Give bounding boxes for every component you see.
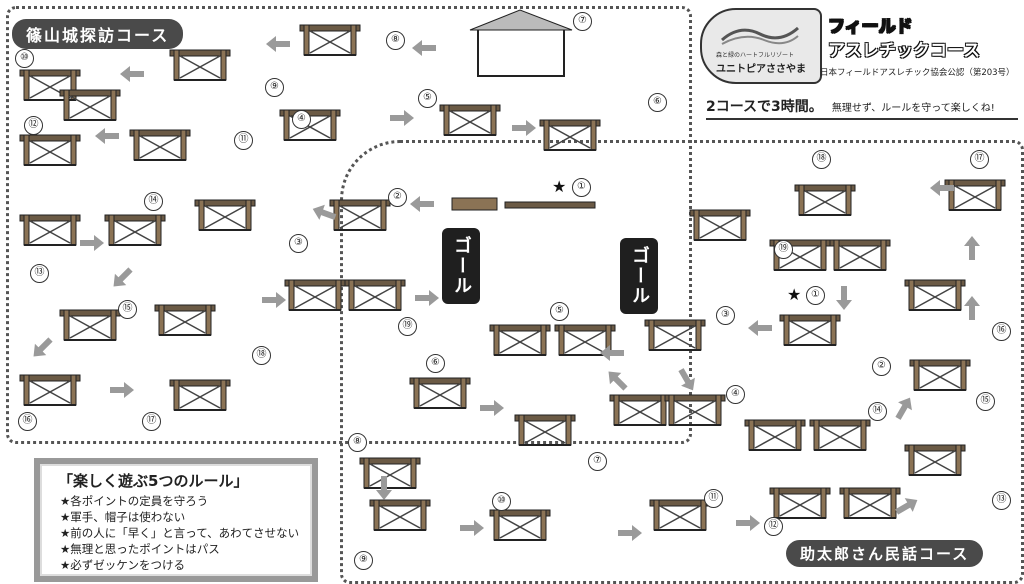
summary-note: 無理せず、ルールを守って楽しくね! [831,103,995,114]
left-station-number: ⑥ [648,93,667,112]
brand-certification: 日本フィールドアスレチック協会公認（第203号） [820,68,1015,78]
right-course-area [340,140,1024,584]
brand-logo-block: 森と緑のハートフルリゾート ユニトピアささやま [700,8,822,84]
left-station-number: ⑤ [418,89,437,108]
brand-panel: 森と緑のハートフルリゾート ユニトピアささやま フィールド アスレチックコース … [700,8,1018,88]
left-station-number: ⑪ [234,131,253,150]
left-station-number: ⑭ [144,192,163,211]
left-station-number: ⑯ [18,412,37,431]
right-station-number: ⑤ [550,302,569,321]
brand-logo-icon [721,26,799,45]
left-course-title: 篠山城探訪コース [12,19,184,49]
right-station-number: ⑫ [764,517,783,536]
left-station-number: ⑲ [398,317,417,336]
left-station-number: ⑧ [386,31,405,50]
left-station-number: ⑬ [30,264,49,283]
right-station-number: ⑦ [588,452,607,471]
left-station-number: ⑮ [118,300,137,319]
rule-item: ★軍手、帽子は使わない [60,510,186,524]
right-station-number: ④ [726,385,745,404]
rules-list: ★各ポイントの定員を守ろう ★軍手、帽子は使わない ★前の人に「早く」と言って、… [40,493,312,573]
right-station-number: ② [872,357,891,376]
left-station-number: ⑨ [265,78,284,97]
brand-course-title-2: アスレチックコース [828,41,981,61]
brand-resort-name: ユニトピアささやま [716,64,806,75]
right-station-number: ⑩ [492,492,511,511]
rules-panel: 「楽しく遊ぶ5つのルール」 ★各ポイントの定員を守ろう ★軍手、帽子は使わない … [34,458,318,582]
left-station-number: ③ [289,234,308,253]
brand-tagline: 森と緑のハートフルリゾート [716,52,795,59]
right-goal-label: ゴール [620,238,658,314]
left-station-number: ⑱ [252,346,271,365]
right-station-number: ⑨ [354,551,373,570]
left-station-number: ⑫ [24,116,43,135]
right-station-number: ③ [716,306,735,325]
right-station-number: ① [806,286,825,305]
right-station-number: ⑯ [992,322,1011,341]
right-station-number: ⑮ [976,392,995,411]
right-station-number: ⑰ [970,150,989,169]
right-station-number: ⑭ [868,402,887,421]
left-station-number: ① [572,178,591,197]
left-station-number: ⑦ [573,12,592,31]
left-station-number: ④ [292,110,311,129]
right-station-number: ⑬ [992,491,1011,510]
right-course-title: 助太郎さん民話コース [786,540,984,567]
brand-course-title-1: フィールド [828,17,914,38]
rule-item: ★必ずゼッケンをつける [60,558,185,572]
right-station-number: ⑪ [704,489,723,508]
left-station-number: ⑩ [15,49,34,68]
summary-line: 2コースで3時間。 無理せず、ルールを守って楽しくね! [706,96,1018,120]
left-goal-label: ゴール [442,228,480,304]
right-station-number: ⑧ [348,433,367,452]
rule-item: ★各ポイントの定員を守ろう [60,494,209,508]
left-station-number: ② [388,188,407,207]
left-station-number: ⑰ [142,412,161,431]
rule-item: ★前の人に「早く」と言って、あわてさせない [60,526,300,540]
summary-headline: 2コースで3時間。 [706,99,823,115]
rules-title: 「楽しく遊ぶ5つのルール」 [58,472,249,490]
right-station-number: ⑲ [774,240,793,259]
right-station-number: ⑥ [426,354,445,373]
rule-item: ★無理と思ったポイントはパス [60,542,220,556]
right-station-number: ⑱ [812,150,831,169]
